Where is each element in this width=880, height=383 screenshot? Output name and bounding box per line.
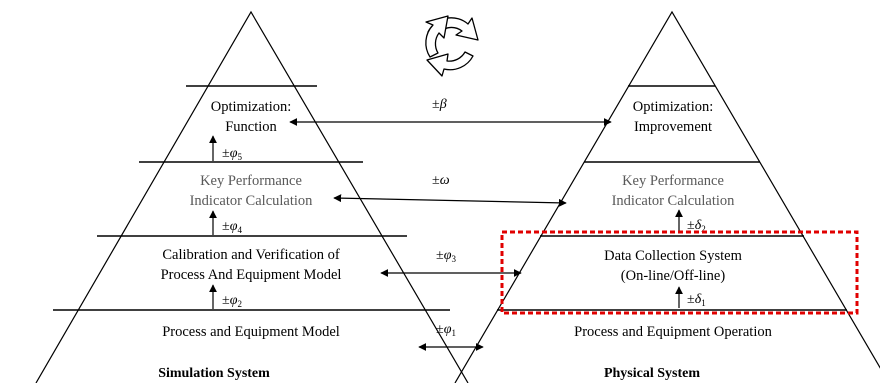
right-level-kpi-line2: Indicator Calculation: [612, 193, 736, 209]
left-pyramid: Optimization: Function Key Performance I…: [35, 10, 469, 383]
left-pyramid-outline: [35, 10, 469, 383]
link-label-beta: ±β: [432, 97, 447, 112]
cross-links: ±β ±ω ±φ3 ±φ1: [289, 97, 612, 351]
link-label-omega: ±ω: [432, 173, 450, 188]
right-caption: Physical System: [604, 366, 700, 381]
right-level-operation: Process and Equipment Operation: [574, 324, 772, 340]
link-arrow-omega: [333, 194, 567, 207]
link-label-phi1: ±φ1: [436, 322, 456, 338]
left-error-phi2: ±φ2: [222, 293, 242, 309]
right-level-optimization-line1: Optimization:: [633, 99, 714, 115]
recycle-cycle-icon: [425, 15, 479, 77]
right-pyramid-outline: [454, 10, 880, 383]
right-level-kpi-line1: Key Performance: [622, 173, 724, 189]
left-level-optimization-line1: Optimization:: [211, 99, 292, 115]
right-level-data-collection-line1: Data Collection System: [604, 248, 742, 264]
left-level-calibration-line2: Process And Equipment Model: [161, 267, 342, 283]
right-pyramid: Optimization: Improvement Key Performanc…: [454, 10, 880, 383]
left-error-phi4: ±φ4: [222, 219, 242, 235]
left-error-phi5: ±φ5: [222, 146, 242, 162]
left-level-calibration-line1: Calibration and Verification of: [162, 247, 339, 263]
left-level-model: Process and Equipment Model: [162, 324, 340, 340]
highlight-box: [500, 230, 859, 315]
right-error-delta2: ±δ2: [687, 218, 706, 234]
left-caption: Simulation System: [158, 366, 270, 381]
right-level-data-collection-line2: (On-line/Off-line): [621, 268, 726, 284]
link-label-phi3: ±φ3: [436, 248, 456, 264]
left-level-optimization-line2: Function: [225, 119, 277, 135]
left-level-kpi-line2: Indicator Calculation: [190, 193, 314, 209]
right-error-delta1: ±δ1: [687, 292, 706, 308]
left-level-kpi-line1: Key Performance: [200, 173, 302, 189]
right-level-optimization-line2: Improvement: [634, 119, 712, 135]
